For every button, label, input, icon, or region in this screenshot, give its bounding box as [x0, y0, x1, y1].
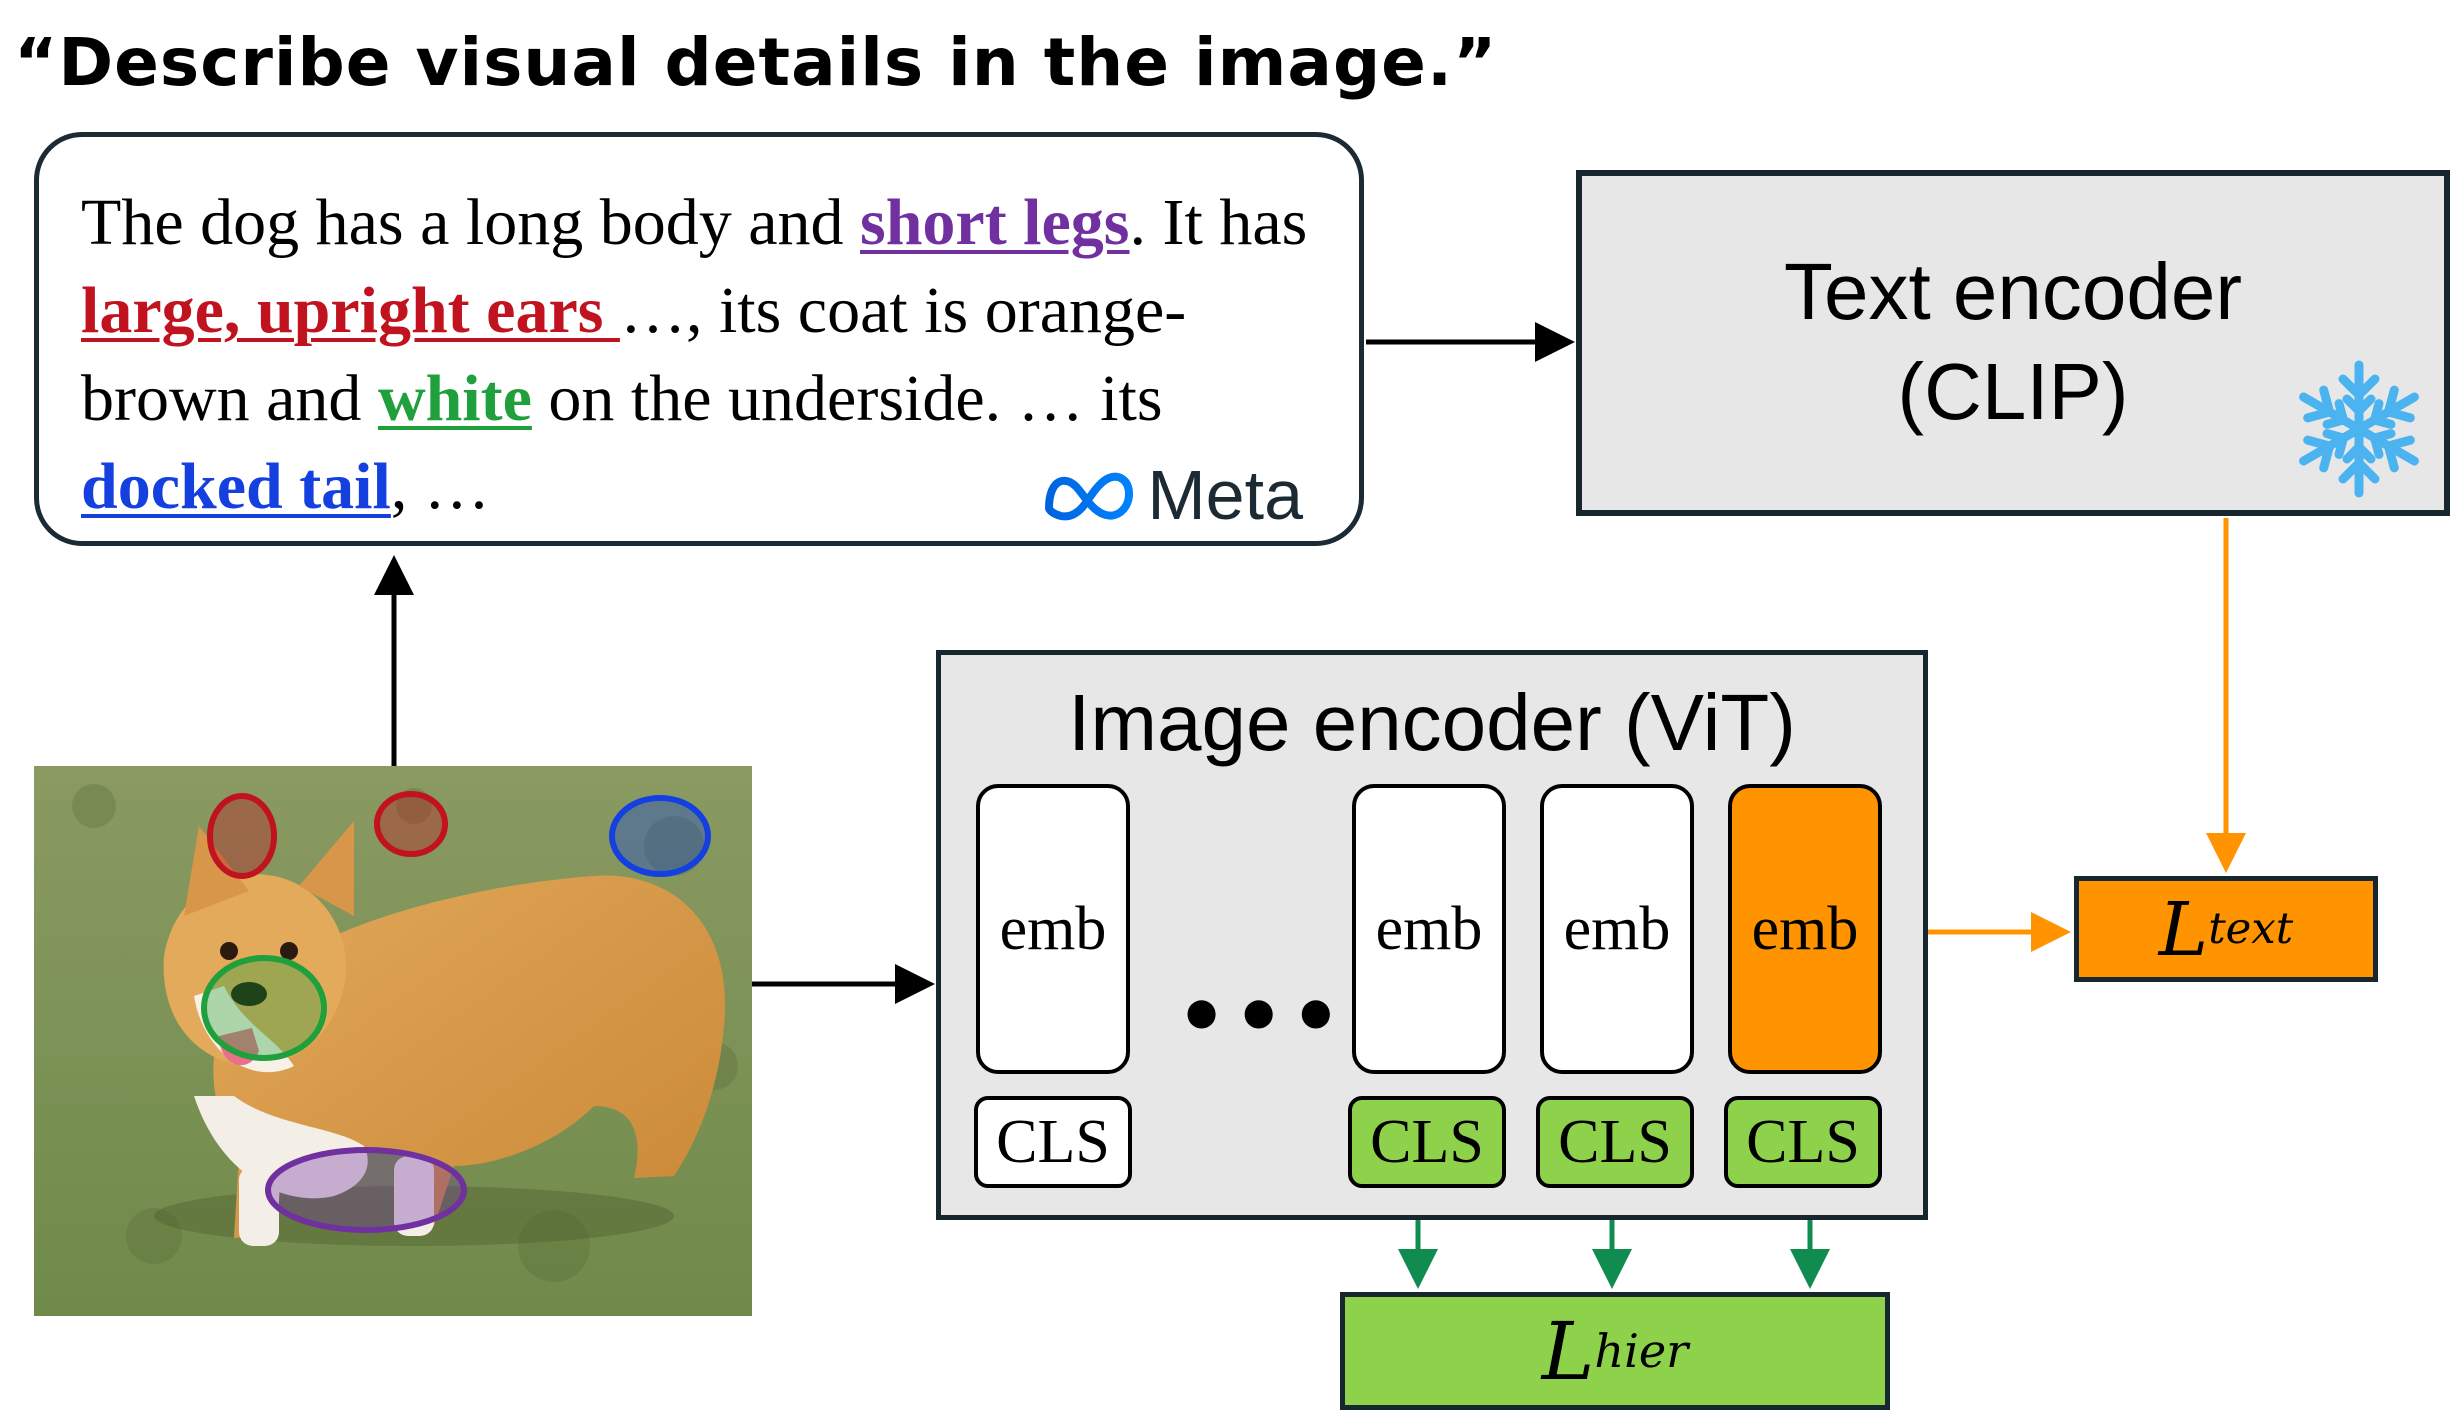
cls-token-2: CLS: [1348, 1096, 1506, 1188]
caption-highlight-short-legs: short legs: [860, 186, 1130, 259]
text-encoder-model: (CLIP): [1897, 347, 2129, 436]
ear-highlight-left: [207, 793, 277, 879]
caption-highlight-docked-tail: docked tail: [81, 450, 391, 523]
legs-highlight: [265, 1147, 467, 1233]
loss-text-subscript: text: [2208, 904, 2294, 954]
ear-highlight-right: [374, 791, 448, 857]
layer-ellipsis: •••: [1176, 970, 1348, 1063]
loss-text-symbol: L: [2158, 885, 2209, 973]
caption-plain-3: …, its coat is orange-brown and: [81, 274, 1187, 435]
emb-token-final: emb: [1728, 784, 1882, 1074]
caption-highlight-white: white: [377, 362, 532, 435]
loss-hier-subscript: hier: [1594, 1324, 1689, 1378]
caption-plain-1: The dog has a long body and: [81, 186, 861, 259]
caption-box: The dog has a long body and short legs. …: [34, 132, 1364, 546]
cls-token-1: CLS: [974, 1096, 1132, 1188]
text-encoder-title: Text encoder: [1783, 247, 2243, 336]
caption-plain-2: . It has: [1129, 186, 1308, 259]
image-encoder-title: Image encoder (ViT): [1068, 678, 1796, 767]
snowflake-icon: [2299, 360, 2419, 498]
meta-logo-text: Meta: [1147, 456, 1303, 534]
meta-logo: Meta: [1041, 455, 1303, 535]
text-encoder-label: Text encoder (CLIP): [1582, 242, 2444, 442]
emb-token-2: emb: [1352, 784, 1506, 1074]
emb-token-3: emb: [1540, 784, 1694, 1074]
cls-token-final: CLS: [1724, 1096, 1882, 1188]
loss-hier-symbol: L: [1541, 1304, 1595, 1398]
white-chest-highlight: [201, 955, 327, 1061]
caption-plain-5: , …: [390, 450, 490, 523]
caption-text: The dog has a long body and short legs. …: [81, 179, 1351, 531]
dog-photo: [34, 766, 752, 1316]
meta-infinity-icon: [1045, 472, 1134, 521]
tail-highlight: [609, 795, 711, 877]
caption-plain-4: on the underside. … its: [531, 362, 1163, 435]
text-encoder-box: Text encoder (CLIP): [1576, 170, 2450, 516]
cls-token-3: CLS: [1536, 1096, 1694, 1188]
prompt-text: “Describe visual details in the image.”: [14, 24, 1498, 101]
emb-token-1: emb: [976, 784, 1130, 1074]
caption-highlight-ears: large, upright ears: [81, 274, 620, 347]
